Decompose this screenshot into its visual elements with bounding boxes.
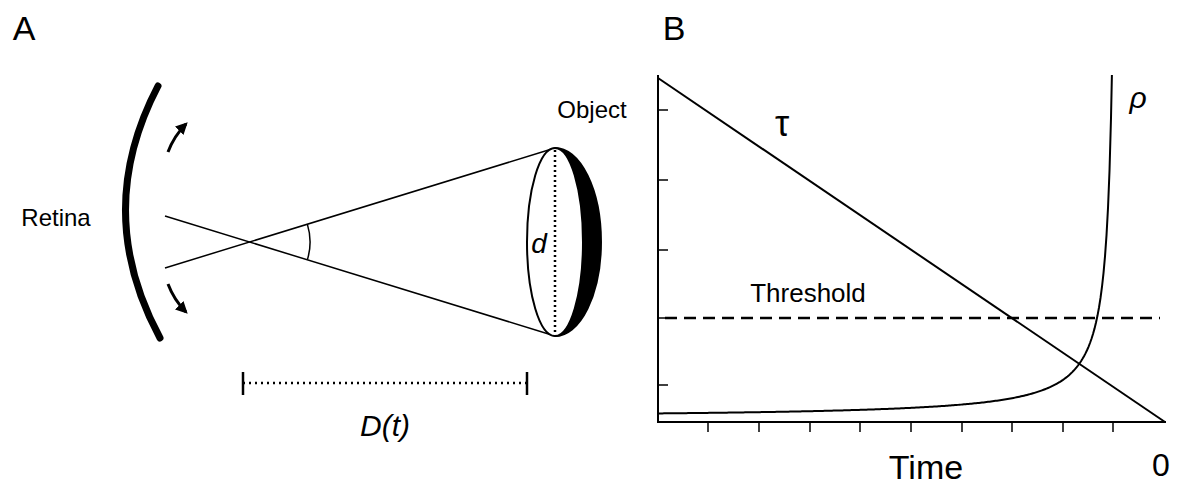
retina-arrow bbox=[168, 284, 186, 312]
threshold-line bbox=[665, 317, 1160, 320]
distance-line bbox=[243, 382, 527, 385]
rho-curve bbox=[658, 75, 1112, 413]
panel-letter: B bbox=[663, 11, 686, 45]
curve-label: τ bbox=[775, 106, 789, 142]
axis-ticks bbox=[658, 110, 1113, 432]
panel-letter: A bbox=[13, 11, 36, 45]
distance-tick bbox=[526, 372, 529, 395]
ray-line bbox=[165, 216, 555, 336]
curve-label: ρ bbox=[1129, 83, 1146, 113]
retina-arc bbox=[125, 86, 160, 338]
distance-tick bbox=[242, 372, 245, 395]
ray-line bbox=[165, 148, 555, 268]
threshold-label: Threshold bbox=[750, 280, 866, 306]
retina-arrow bbox=[168, 124, 186, 152]
y-axis bbox=[657, 75, 659, 423]
diameter-line bbox=[554, 150, 557, 334]
object-ellipse bbox=[527, 148, 583, 336]
part-name: Object bbox=[557, 98, 626, 122]
dimension-label: D(t) bbox=[360, 411, 410, 441]
tau-curve bbox=[658, 78, 1165, 422]
dimension-label: d bbox=[531, 230, 547, 258]
axis-title: Time bbox=[889, 450, 963, 484]
angle-arc bbox=[307, 224, 310, 259]
axis-tick-label: 0 bbox=[1152, 449, 1170, 481]
part-name: Retina bbox=[21, 206, 90, 230]
